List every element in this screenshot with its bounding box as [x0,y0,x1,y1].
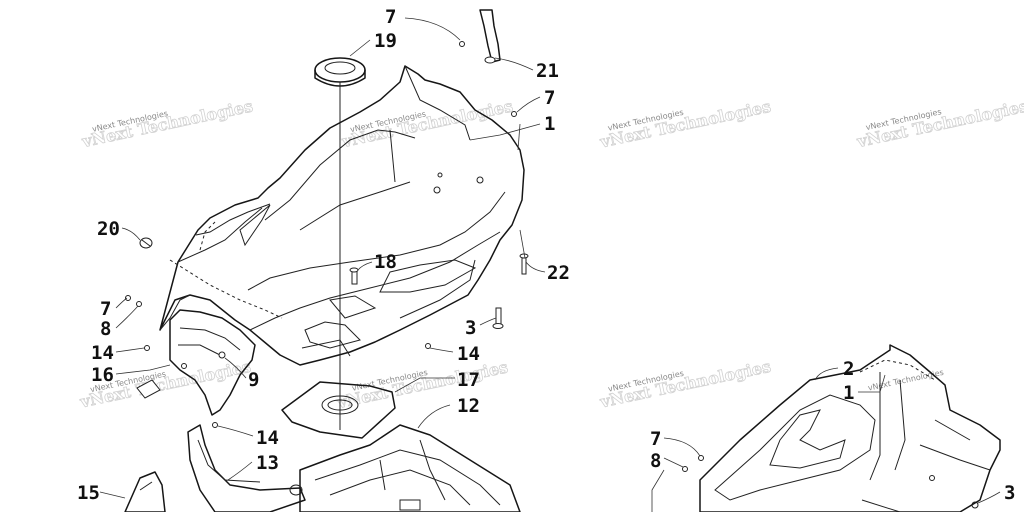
part-12-lower-pan [299,424,521,512]
callout-8: 8 [650,450,661,472]
callout-14: 14 [91,342,114,364]
part-22-pin [519,253,529,275]
callout-8: 8 [100,318,111,340]
watermark: vNext Technologies [867,368,944,393]
callout-19: 19 [374,30,397,52]
leader-lines [99,17,1001,512]
callout-13: 13 [256,452,279,474]
part-21-bracket [479,9,501,64]
part-20-plug [139,237,153,249]
callout-14: 14 [256,427,279,449]
callout-2: 2 [843,358,854,380]
callout-1: 1 [843,382,854,404]
callout-21: 21 [536,60,559,82]
callout-labels: 7 19 21 7 1 20 18 22 7 8 3 14 14 16 9 17… [77,6,1015,504]
part-1-main-pan [159,65,525,366]
callout-9: 9 [248,369,259,391]
callout-1: 1 [544,113,555,135]
callout-7: 7 [385,6,396,28]
part-19-grommet [314,57,366,430]
callout-7: 7 [544,87,555,109]
right-view-assembly [699,344,1001,512]
part-3-rivet [492,307,504,329]
callout-17: 17 [457,369,480,391]
callout-22: 22 [547,262,570,284]
part-13-trim [187,424,306,512]
watermark-group: vNext Technologies vNext Technologies vN… [77,96,1024,413]
part-9-side-panel [169,309,256,416]
callout-18: 18 [374,251,397,273]
callout-14: 14 [457,343,480,365]
callout-15: 15 [77,482,100,504]
callout-3: 3 [1004,482,1015,504]
callout-7: 7 [650,428,661,450]
part-17-plate [281,381,396,439]
callout-12: 12 [457,395,480,417]
hardware-group [125,41,979,509]
callout-7: 7 [100,298,111,320]
part-18-screw [349,267,359,285]
callout-20: 20 [97,218,120,240]
callout-16: 16 [91,364,114,386]
part-15-corner [124,471,166,512]
callout-3: 3 [465,317,476,339]
